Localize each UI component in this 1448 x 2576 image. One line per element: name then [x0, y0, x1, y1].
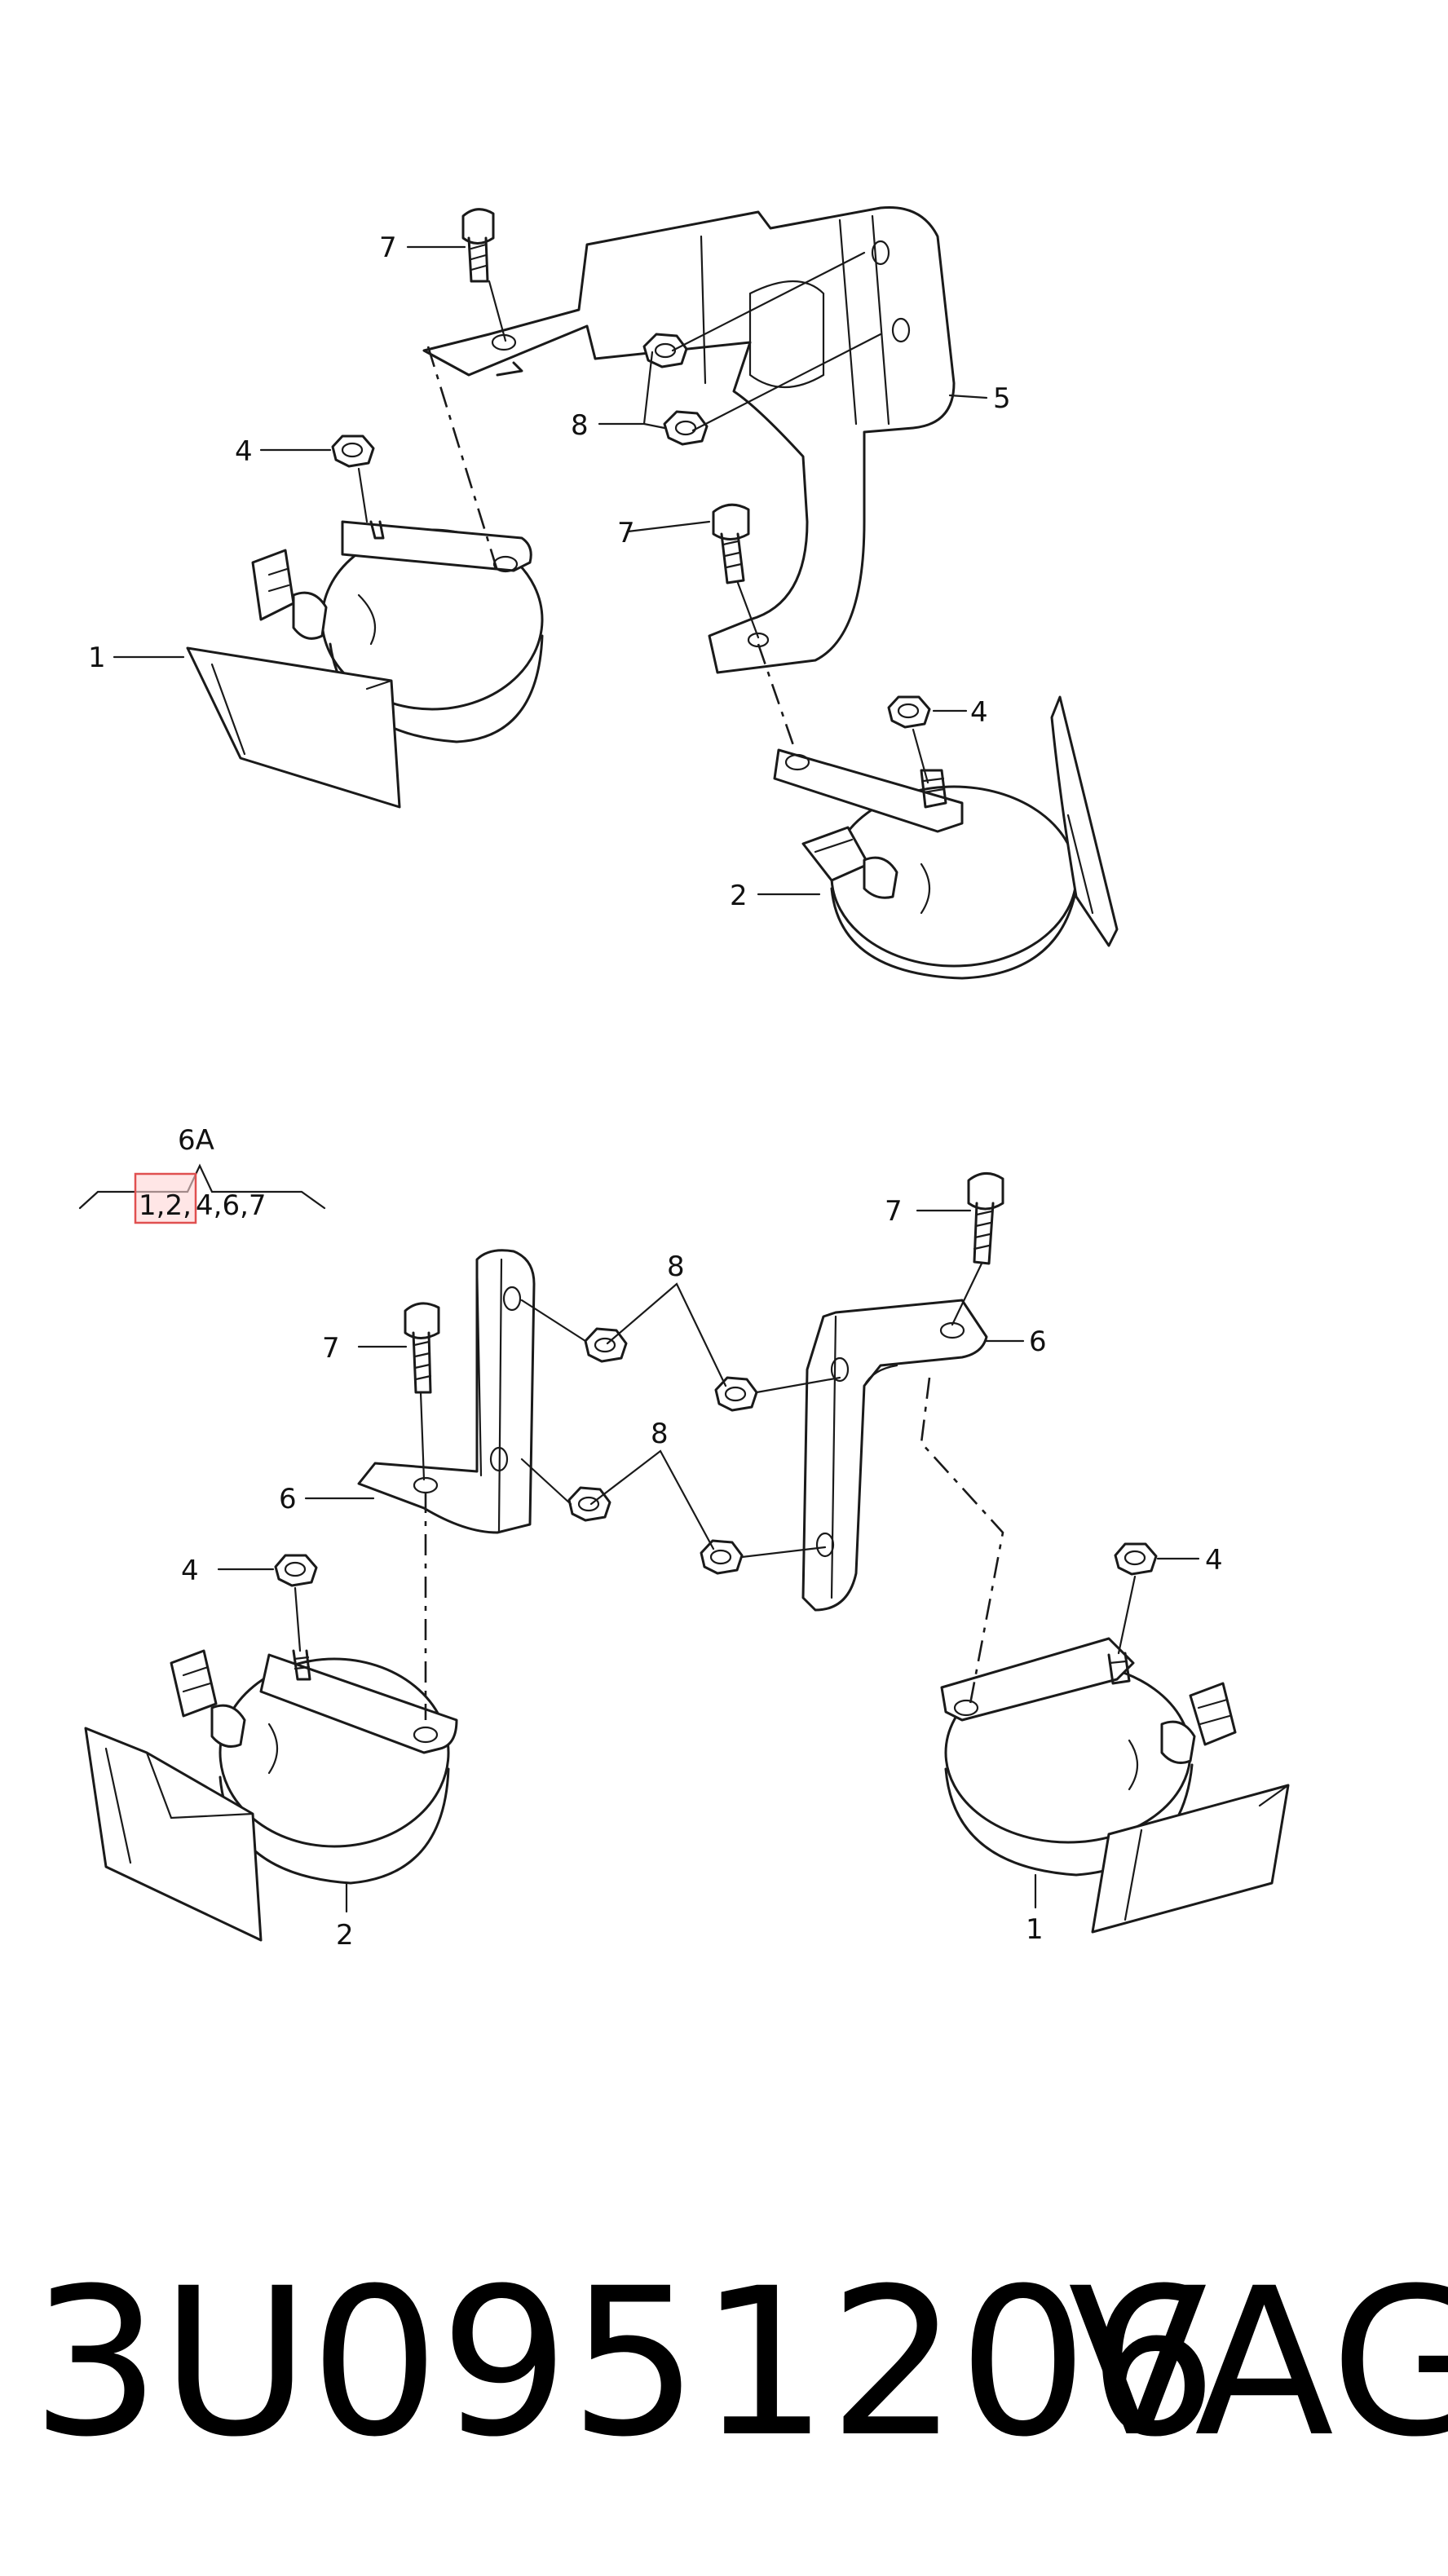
callout-8-bottom-upper: 8: [667, 1251, 685, 1283]
bracket-6-left: [357, 1249, 536, 1534]
bolt-7-bottom-right: [967, 1172, 1004, 1265]
callout-7-bottom-right: 7: [885, 1195, 903, 1228]
callout-2-bottom-horn: 2: [336, 1919, 354, 1952]
callout-7-top-left: 7: [379, 232, 397, 264]
callout-4-top-right: 4: [970, 696, 988, 729]
bracket-6-right: [801, 1299, 988, 1612]
bottom-callout-leaders: [217, 1209, 1200, 1913]
nut-4-top-left: [331, 434, 375, 468]
callout-1-top-horn: 1: [88, 642, 106, 674]
nut-8-bottom-c: [567, 1486, 611, 1522]
callout-5-bracket: 5: [993, 382, 1011, 415]
bolt-7-top-mid: [712, 503, 750, 584]
detail-6a-highlight-box: [134, 1172, 197, 1224]
detail-6a-highlighted-items: 1,2,: [139, 1189, 192, 1222]
detail-6a-title: 6A: [178, 1124, 214, 1157]
horn-2-bottom: [84, 1649, 458, 1942]
top-assembly: [186, 205, 1119, 980]
horn-2-top: [773, 695, 1119, 980]
detail-6a-reference: 6A 1,2, 4,6,7: [78, 1124, 326, 1224]
nut-8-bottom-b: [714, 1376, 758, 1412]
callout-4-top-left: 4: [235, 435, 253, 468]
callout-4-bottom-left: 4: [181, 1555, 199, 1587]
nut-4-bottom-right: [1114, 1542, 1158, 1576]
nut-8-lower: [663, 410, 709, 446]
bolt-7-bottom-left: [404, 1302, 440, 1394]
callout-4-bottom-right: 4: [1205, 1544, 1223, 1577]
horn-1-top: [186, 520, 544, 809]
callout-7-bottom-left: 7: [322, 1332, 340, 1365]
bottom-assembly: [84, 1172, 1290, 1942]
callout-8-nuts: 8: [571, 409, 589, 442]
callout-8-bottom-lower: 8: [651, 1418, 669, 1450]
nut-4-top-right: [887, 695, 931, 729]
brand-name: VAG: [1068, 2244, 1448, 2481]
callout-7-top-mid: 7: [617, 517, 635, 549]
callout-2-top-horn: 2: [730, 880, 748, 912]
bolt-7-top-left: [461, 208, 495, 283]
nut-8-bottom-d: [700, 1539, 744, 1575]
nut-4-bottom-left: [274, 1554, 318, 1587]
detail-6a-remaining-items: 4,6,7: [196, 1189, 267, 1222]
top-callout-leaders: [113, 245, 988, 896]
callout-1-bottom-horn: 1: [1026, 1913, 1044, 1946]
callout-6-right-bracket: 6: [1029, 1325, 1047, 1358]
callout-6-left-bracket: 6: [279, 1483, 297, 1515]
horn-1-bottom: [940, 1637, 1290, 1934]
part-number: 3U0951206: [31, 2244, 1217, 2481]
